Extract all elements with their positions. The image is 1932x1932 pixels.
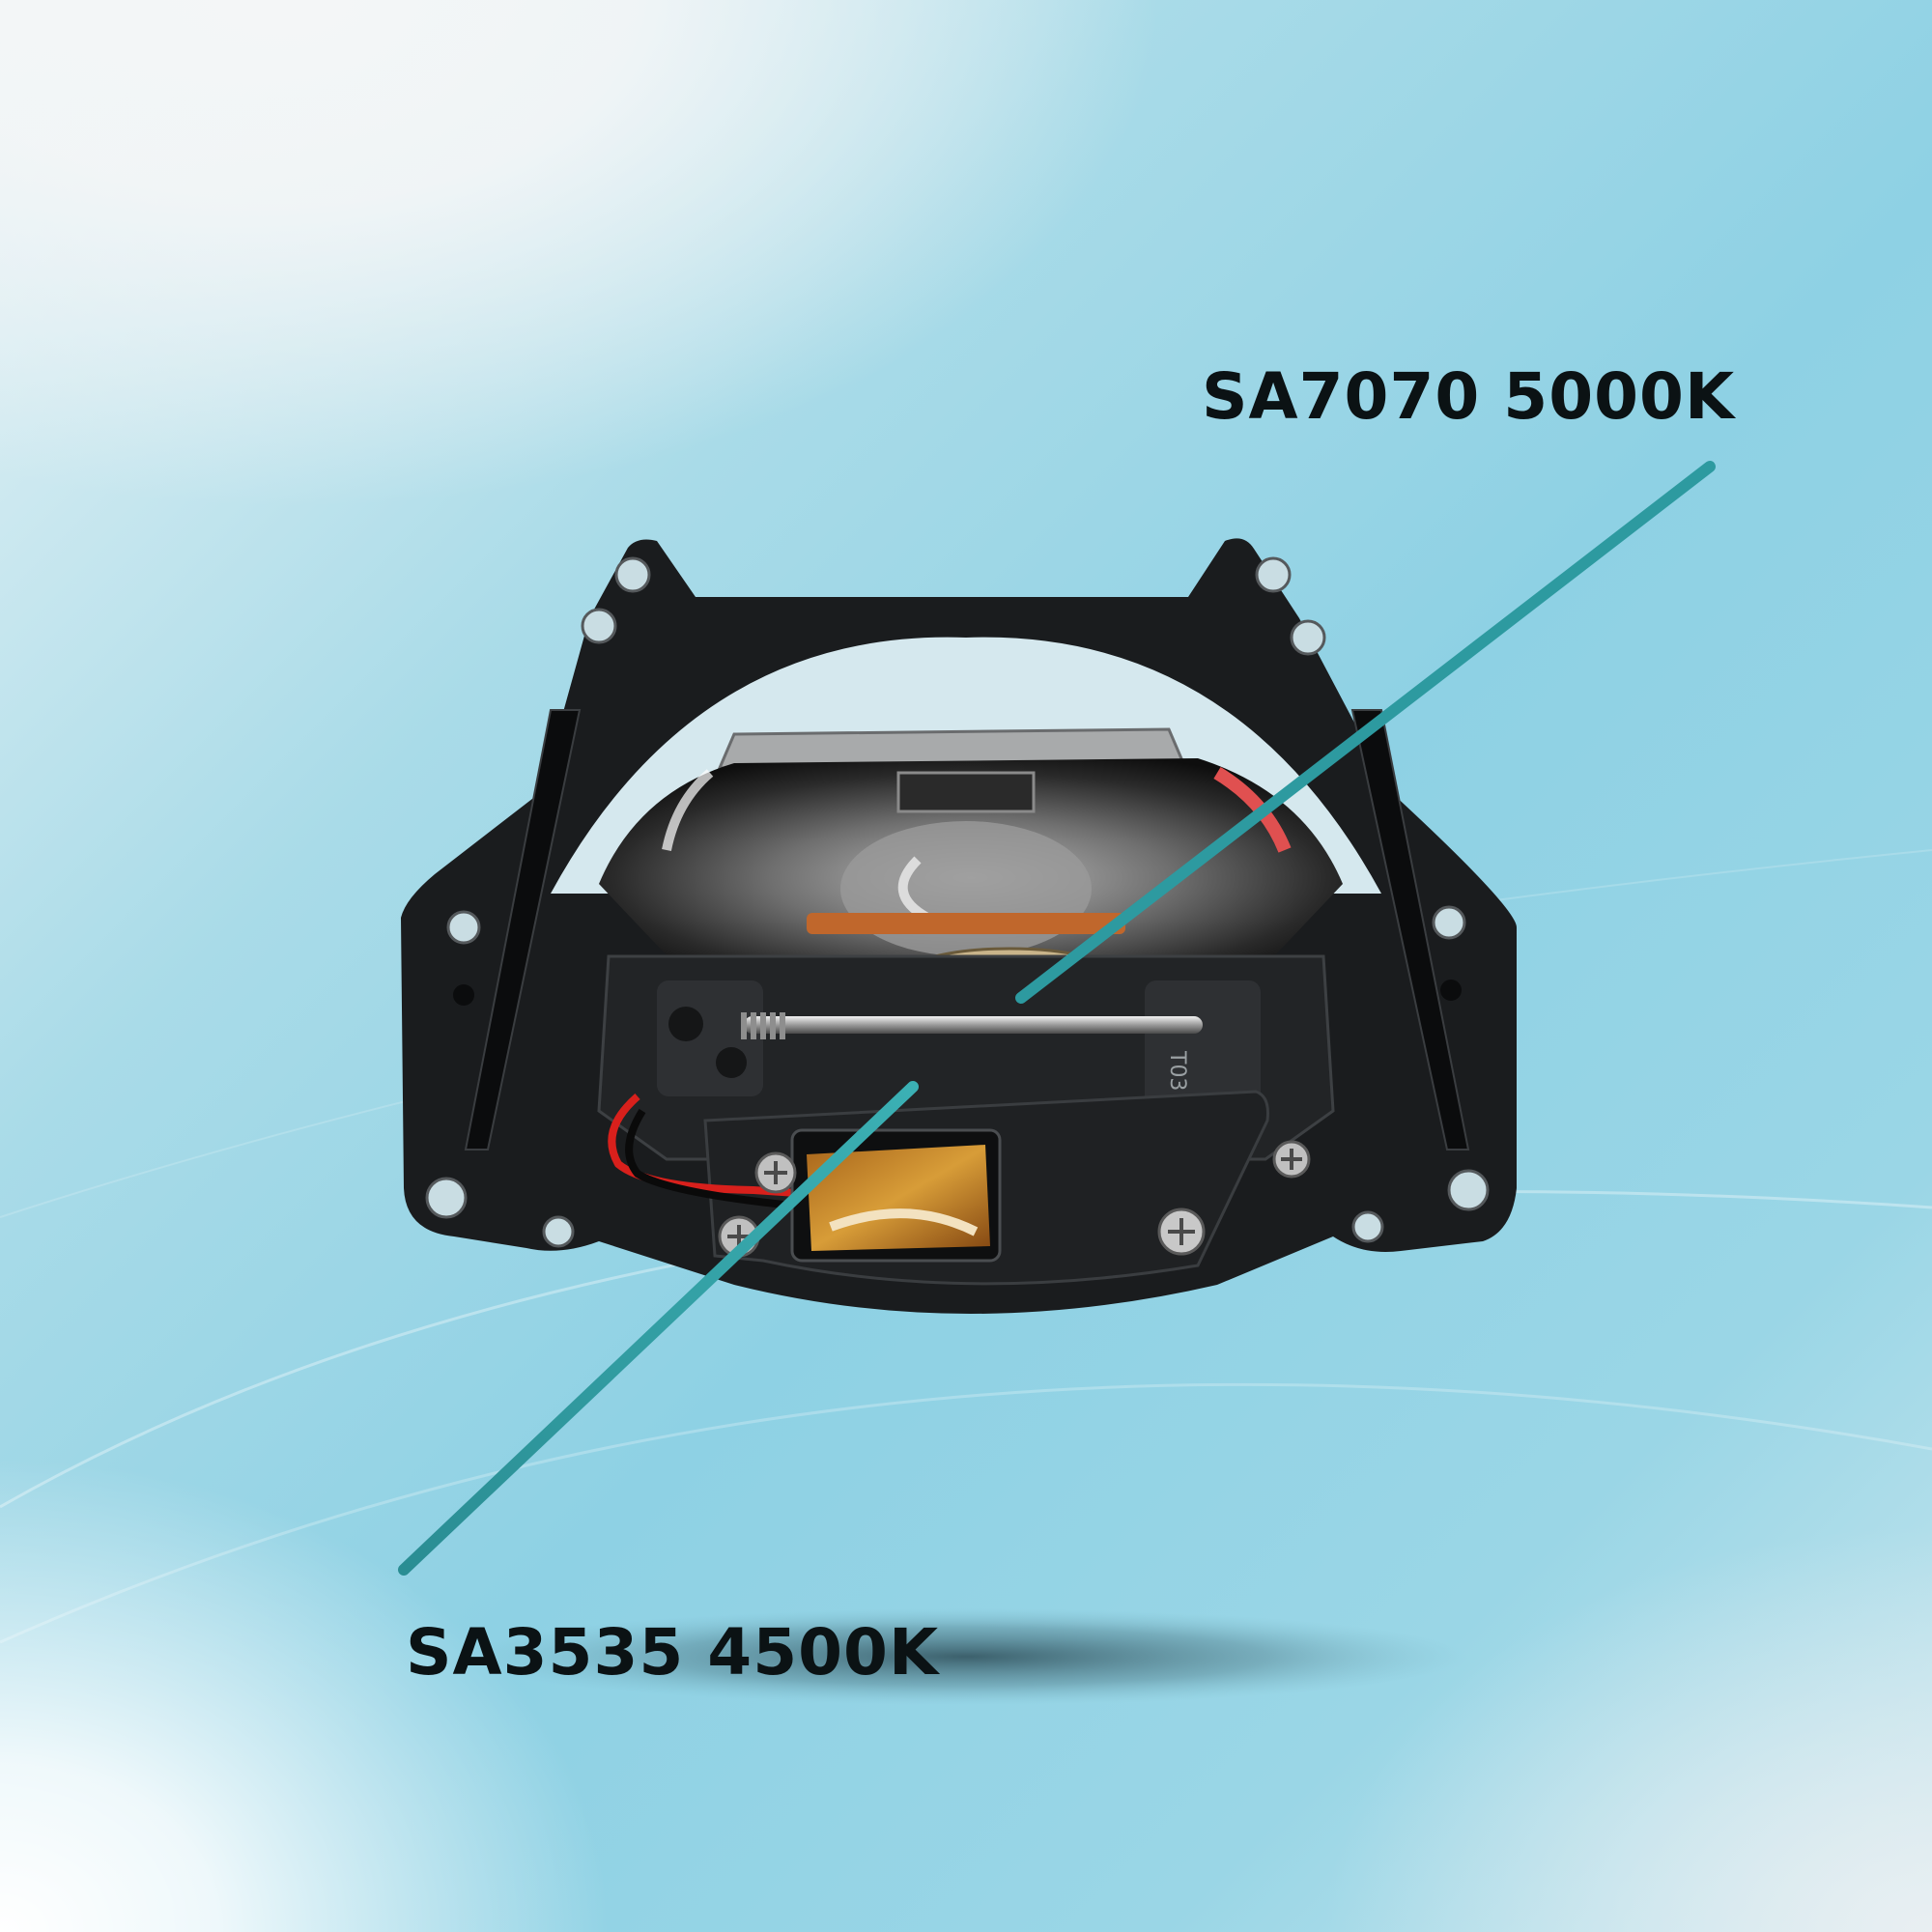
phillips-screw-icon xyxy=(754,1151,797,1194)
phillips-screw-icon xyxy=(1272,1140,1311,1179)
spring xyxy=(741,1012,785,1039)
leader-line-top xyxy=(1015,460,1717,1004)
led-projector-module: T03 xyxy=(401,538,1517,1314)
bracket-slot xyxy=(1350,709,1470,1151)
svg-text:T03: T03 xyxy=(1165,1050,1189,1091)
floor-shadow xyxy=(464,1608,1468,1705)
shutter-rod xyxy=(744,1016,1203,1034)
label-sa7070: SA7070 5000K xyxy=(1202,359,1736,434)
shutter-bracket-left xyxy=(657,980,763,1096)
bracket-slot xyxy=(464,709,582,1151)
mounting-holes xyxy=(425,556,1490,1248)
phillips-screw-icon xyxy=(1157,1208,1206,1256)
bg-curve xyxy=(0,1382,1932,1644)
leader-line-bottom xyxy=(397,1081,919,1577)
red-wire xyxy=(608,1093,870,1202)
label-sa3535: SA3535 4500K xyxy=(406,1615,940,1690)
pcb-strip xyxy=(807,913,1125,934)
lens-center xyxy=(840,821,1092,956)
